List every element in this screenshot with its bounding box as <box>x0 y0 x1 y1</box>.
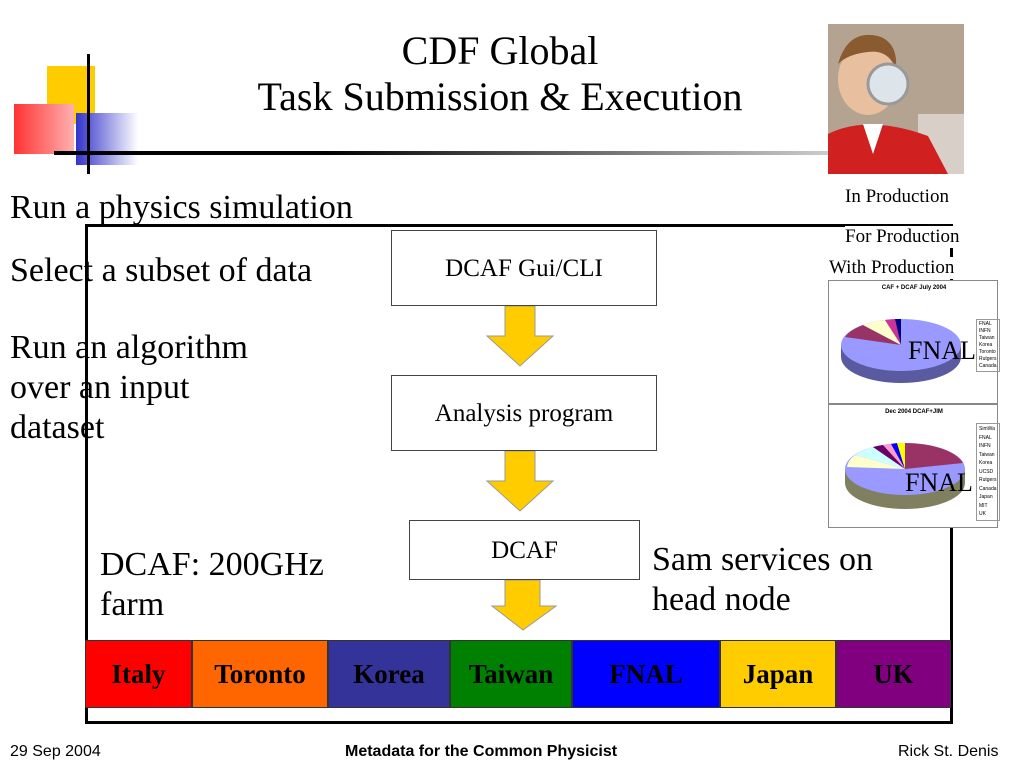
text-select-subset: Select a subset of data <box>10 252 313 289</box>
pie2-legend-8: Japan <box>979 494 993 500</box>
flow-arrow-1 <box>485 306 555 367</box>
legend-in-production: In Production <box>845 186 949 207</box>
pie2-label-fnal: FNAL <box>905 468 973 497</box>
pie1-legend-3: Korea <box>979 342 993 348</box>
text-sam-services: Sam services on head node <box>652 540 873 620</box>
site-japan: Japan <box>720 640 836 708</box>
pie1-legend-6: Canada <box>979 363 997 369</box>
text-dcaf-farm-line1: DCAF: 200GHz <box>100 546 324 583</box>
logo-vertical-line <box>87 54 90 174</box>
pie2-legend-2: INFN <box>979 443 991 449</box>
pie2-legend-5: UCSD <box>979 468 994 475</box>
site-fnal-label: FNAL <box>609 659 683 689</box>
text-sam-line1: Sam services on <box>652 541 873 578</box>
photo-illustration <box>828 24 964 174</box>
pie1-title: CAF + DCAF July 2004 <box>881 285 947 291</box>
pie2-legend-10: UK <box>979 511 986 517</box>
pie-panel-july-2004: CAF + DCAF July 2004 FNAL INFN Taiwan Ko… <box>828 280 1000 404</box>
legend-with-production: With Production <box>829 257 955 279</box>
legend-for-production: For Production <box>845 226 960 248</box>
page-title: CDF Global Task Submission & Execution <box>200 28 800 120</box>
footer-title: Metadata for the Common Physicist <box>345 743 618 760</box>
pie2-legend-9: MIT <box>979 502 988 509</box>
pie1-graphic <box>841 318 961 383</box>
pie1-legend-5: Rutgers <box>979 356 997 362</box>
site-korea-label: Korea <box>353 659 425 689</box>
site-taiwan-label: Taiwan <box>468 659 554 689</box>
footer-date: 29 Sep 2004 <box>10 743 101 760</box>
title-line2: Task Submission & Execution <box>257 74 743 119</box>
pie1-legend-0: FNAL <box>979 321 992 327</box>
pie1-legend-1: INFN <box>979 328 991 334</box>
text-run-algorithm-line2: over an input <box>10 369 190 406</box>
flow-box-gui-cli: DCAF Gui/CLI <box>391 230 657 306</box>
text-run-algorithm-line3: dataset <box>10 409 105 446</box>
site-fnal: FNAL <box>572 640 720 708</box>
site-taiwan: Taiwan <box>450 640 572 708</box>
site-uk-label: UK <box>873 659 914 689</box>
pie2-legend-7: Canada <box>979 485 997 492</box>
text-run-simulation: Run a physics simulation <box>10 189 353 226</box>
pie2-legend-0: SimWa <box>979 426 995 432</box>
text-sam-line2: head node <box>652 581 791 618</box>
site-toronto-label: Toronto <box>214 659 306 689</box>
pie1-legend-2: Taiwan <box>979 335 995 341</box>
flow-box-dcaf: DCAF <box>409 520 640 580</box>
text-run-algorithm: Run an algorithm over an input dataset <box>10 328 248 448</box>
pie1-legend: FNAL INFN Taiwan Korea Toronto Rutgers C… <box>976 319 1000 372</box>
site-korea: Korea <box>328 640 450 708</box>
site-uk: UK <box>836 640 951 708</box>
flow-box-dcaf-label: DCAF <box>491 537 558 564</box>
flow-box-analysis-label: Analysis program <box>434 400 614 427</box>
site-italy-label: Italy <box>111 659 166 689</box>
site-toronto: Toronto <box>192 640 328 708</box>
title-line1: CDF Global <box>401 28 599 73</box>
pie2-legend-3: Taiwan <box>979 451 995 458</box>
pie2-graphic <box>845 442 965 509</box>
pie2-title: Dec 2004 DCAF+JIM <box>885 409 943 415</box>
pie1-label-fnal: FNAL <box>908 336 976 365</box>
text-run-algorithm-line1: Run an algorithm <box>10 329 248 366</box>
logo-blue-square <box>76 113 138 165</box>
flow-arrow-3 <box>490 580 558 631</box>
flow-arrow-2 <box>485 451 555 512</box>
pie2-legend: SimWa FNAL INFN Taiwan Korea UCSD Rutger… <box>976 423 1000 521</box>
flow-box-gui-cli-label: DCAF Gui/CLI <box>445 255 603 282</box>
text-dcaf-farm: DCAF: 200GHz farm <box>100 545 324 625</box>
site-italy: Italy <box>85 640 192 708</box>
text-dcaf-farm-line2: farm <box>100 586 165 623</box>
pie-panel-dec-2004: Dec 2004 DCAF+JIM SimWa FNAL INFN Taiwan… <box>828 404 1000 528</box>
flow-box-analysis: Analysis program <box>391 375 657 451</box>
pie1-legend-4: Toronto <box>979 349 996 355</box>
site-japan-label: Japan <box>742 659 814 689</box>
logo-red-square <box>14 104 74 154</box>
title-underline <box>54 151 954 155</box>
pie2-legend-6: Rutgers <box>979 477 997 483</box>
pie2-legend-4: Korea <box>979 460 993 466</box>
pie2-legend-1: FNAL <box>979 434 992 441</box>
footer-author: Rick St. Denis <box>898 743 999 760</box>
photo-child-with-magnifier <box>828 24 964 174</box>
